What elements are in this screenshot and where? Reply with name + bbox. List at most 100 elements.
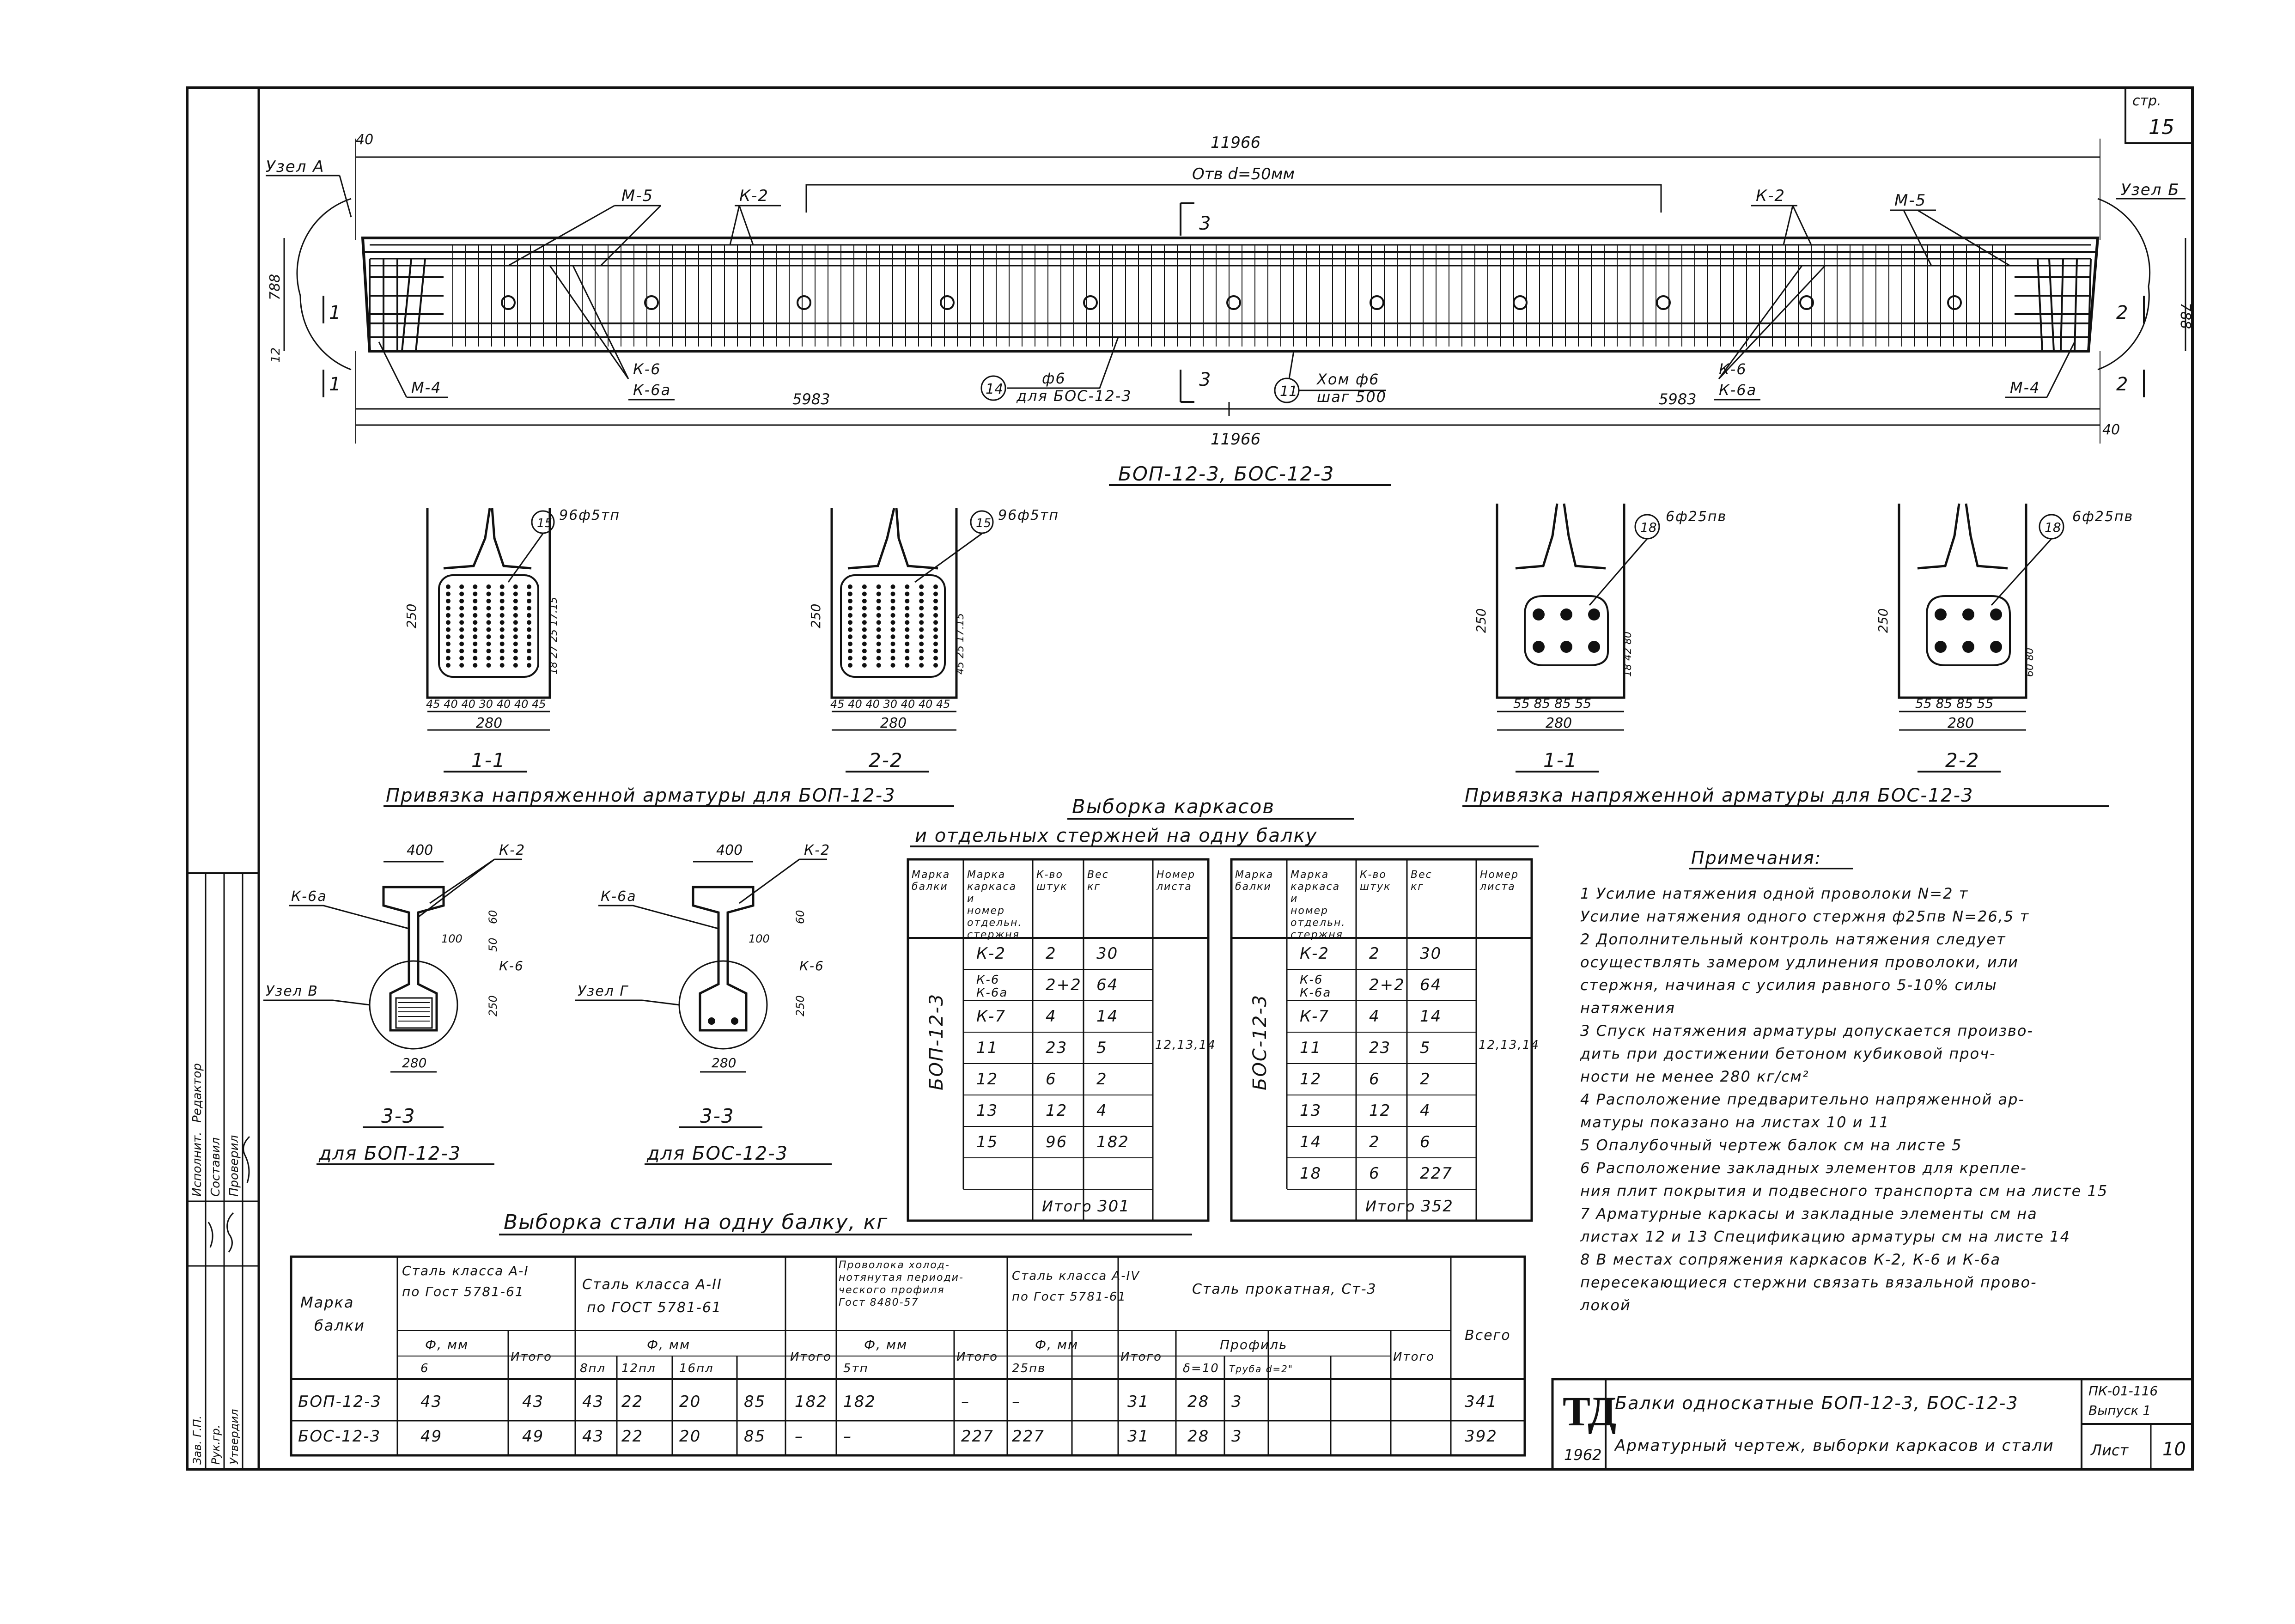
strand-dot bbox=[933, 627, 938, 632]
bar-dot bbox=[1935, 641, 1947, 653]
frames-cell: 2 bbox=[1096, 1070, 1108, 1089]
strand-dot bbox=[527, 634, 531, 639]
height-bop-2-2: 250 bbox=[808, 604, 823, 628]
strand-dot bbox=[862, 591, 867, 596]
pos11-text-1: Хом ф6 bbox=[1316, 371, 1380, 388]
frames-cell: 30 bbox=[1420, 944, 1442, 963]
strand-dot bbox=[905, 663, 910, 668]
node-a-label: Узел А bbox=[266, 158, 325, 176]
steel-h-wire-3: ческого профиля bbox=[839, 1284, 945, 1296]
strand-dot bbox=[499, 656, 505, 661]
steel-cell: 227 bbox=[961, 1427, 994, 1446]
strand-dot bbox=[933, 584, 938, 589]
frames-cell: 2 bbox=[1046, 944, 1057, 963]
dims-bos-1-1: 55 85 85 55 bbox=[1513, 696, 1591, 711]
strand-dot bbox=[890, 634, 895, 639]
strand-dot bbox=[848, 649, 852, 654]
strand-dot bbox=[890, 613, 895, 618]
steel-h-total: Итого bbox=[1120, 1350, 1162, 1364]
frames-cell: 14 bbox=[1096, 1007, 1118, 1026]
strand-dot bbox=[876, 613, 881, 618]
steel-h-rolled: Сталь прокатная, Ст-3 bbox=[1192, 1281, 1377, 1297]
steel-cell: 28 bbox=[1187, 1393, 1209, 1411]
side-dims-bop-1-1: 18 27 25 17.15 bbox=[548, 597, 560, 675]
bar-dot bbox=[1962, 608, 1974, 620]
strand-dot bbox=[527, 641, 531, 646]
callout-18-b: 18 bbox=[2045, 520, 2061, 535]
steel-cell: 392 bbox=[1465, 1427, 1498, 1446]
callout-15-a: 15 bbox=[537, 517, 552, 530]
hole-circle bbox=[501, 295, 516, 310]
section-3-3-bos: 400 К-2 К-6а К-6 100 60 250 Узел Г 280 3… bbox=[575, 842, 832, 1165]
bottom-width-3-3-bop: 280 bbox=[402, 1055, 426, 1071]
steel-border bbox=[290, 1255, 1526, 1457]
steel-cell: 20 bbox=[679, 1393, 701, 1411]
frames-cell: 12 bbox=[976, 1070, 998, 1089]
strand-dot bbox=[890, 641, 895, 646]
steel-h-phi-a1: Ф, мм bbox=[425, 1337, 469, 1352]
strand-dot bbox=[919, 641, 924, 646]
strand-dot bbox=[513, 663, 518, 668]
strand-dot bbox=[876, 656, 881, 661]
d60-3-3-bop: 60 bbox=[487, 910, 499, 924]
strand-dot bbox=[513, 656, 518, 661]
strand-dot bbox=[459, 598, 464, 603]
strand-dot bbox=[446, 627, 450, 632]
frames-cell: К-7 bbox=[976, 1007, 1006, 1026]
top-width-3-3-bos: 400 bbox=[716, 842, 743, 858]
strand-dot bbox=[499, 620, 505, 625]
steel-cell: 31 bbox=[1127, 1393, 1149, 1411]
frames-cell: К-2 bbox=[976, 944, 1006, 963]
strand-dot bbox=[446, 606, 450, 611]
dim-end-offset: 40 bbox=[356, 132, 373, 148]
strand-dot bbox=[876, 584, 881, 589]
side-dims-bop-2-2: 45 25 17.15 bbox=[955, 613, 966, 675]
label-k2-left: К-2 bbox=[739, 187, 769, 205]
caption-bos-anchorage: Привязка напряженной арматуры для БОС-12… bbox=[1465, 785, 1973, 806]
title-line-1: Балки односкатные БОП-12-3, БОС-12-3 bbox=[1615, 1393, 2019, 1413]
subcaption-3-3-bos: для БОС-12-3 bbox=[646, 1143, 788, 1164]
strand-dot bbox=[848, 620, 852, 625]
strand-dot bbox=[459, 641, 464, 646]
frames-cell: 4 bbox=[1369, 1007, 1380, 1026]
steel-cell: 182 bbox=[795, 1393, 828, 1411]
series-text: ПК-01-116 bbox=[2088, 1383, 2158, 1399]
note-line: 8 В местах сопряжения каркасов К-2, К-6 … bbox=[1580, 1251, 2001, 1268]
strand-dot bbox=[862, 641, 867, 646]
strand-dot bbox=[473, 606, 478, 611]
title-block: ТД 1962 Балки односкатные БОП-12-3, БОС-… bbox=[1551, 1378, 2194, 1471]
dims-bos-2-2: 55 85 85 55 bbox=[1915, 696, 1993, 711]
d60-3-3-bos: 60 bbox=[794, 910, 807, 924]
strand-dot bbox=[486, 627, 491, 632]
strand-dot bbox=[473, 656, 478, 661]
strand-dot bbox=[848, 634, 852, 639]
steel-cell: 43 bbox=[582, 1393, 604, 1411]
note-bos-1-1: 6ф25пв bbox=[1666, 509, 1727, 525]
strand-dot bbox=[446, 598, 450, 603]
steel-cell: 31 bbox=[1127, 1427, 1149, 1446]
steel-h-total: Итого bbox=[1393, 1350, 1435, 1364]
callout-15-b: 15 bbox=[976, 517, 991, 530]
stamp-logo: ТД bbox=[1563, 1389, 1616, 1435]
strand-dot bbox=[848, 656, 852, 661]
steel-cell: 49 bbox=[420, 1427, 442, 1446]
strand-dot bbox=[848, 641, 852, 646]
steel-h-a1: Сталь класса А-I bbox=[402, 1263, 529, 1278]
frames-cell: 13 bbox=[1300, 1101, 1321, 1120]
strand-dot bbox=[499, 591, 505, 596]
sheet-number: 10 bbox=[2162, 1439, 2186, 1460]
strand-dot bbox=[848, 591, 852, 596]
steel-table: Выборка стали на одну балку, кг Маркабал… bbox=[290, 1210, 1526, 1457]
strand-dot bbox=[473, 663, 478, 668]
section-3-3-bop: 400 К-2 К-6а К-6 100 60 50 250 Узел В 28… bbox=[263, 842, 524, 1165]
frames-cell: 2 bbox=[1369, 1133, 1380, 1151]
strand-dot bbox=[933, 620, 938, 625]
caption-bop-2-2: 2-2 bbox=[869, 749, 903, 772]
strand-dot bbox=[890, 606, 895, 611]
frames-total-value: 352 bbox=[1421, 1197, 1454, 1216]
steel-sub-header: 8пл bbox=[580, 1362, 606, 1375]
strand-dot bbox=[933, 606, 938, 611]
steel-sub-header: 5тп bbox=[843, 1362, 869, 1375]
